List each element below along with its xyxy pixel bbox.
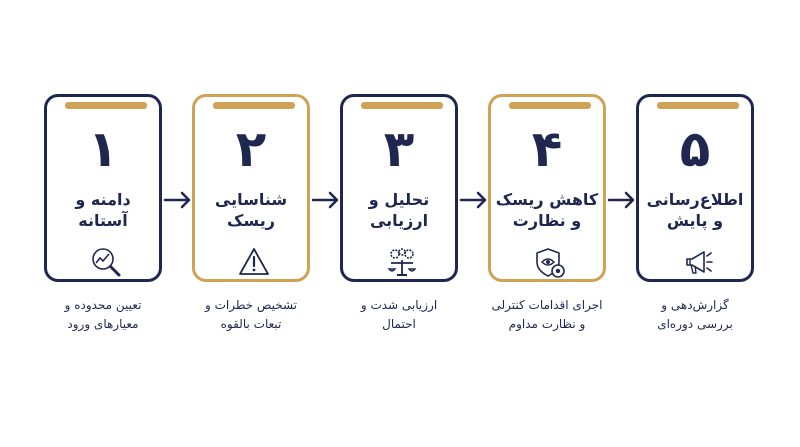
step-title: اطلاع‌رسانی و پایش [643,189,747,231]
step-number: ۴ [531,120,563,178]
step-description-2: تشخیص خطرات و تبعات بالقوه [186,296,316,334]
step-title-line: ارزیابی [369,211,429,230]
step-title: دامنه و آستانه [51,189,155,231]
desc-line: تعیین محدوده و [64,298,142,312]
step-card-5: ۵ اطلاع‌رسانی و پایش [636,94,754,282]
desc-line: تشخیص خطرات و [204,298,298,312]
step-title-line: شناسایی [214,190,288,209]
arrow-right-icon [459,191,487,209]
step-description-5: گزارش‌دهی و بررسی دوره‌ای [630,296,760,334]
card-tab [213,102,295,109]
step-number: ۲ [235,120,267,178]
card-tab [65,102,147,109]
desc-line: تبعات بالقوه [220,317,282,331]
step-number: ۵ [679,120,711,178]
desc-line: احتمال [382,317,416,331]
megaphone-icon [686,251,713,274]
step-title-line: تحلیل و [368,190,430,209]
gears-balance-icon [387,248,417,276]
step-description-3: ارزیابی شدت و احتمال [334,296,464,334]
step-title-line: اطلاع‌رسانی [646,190,744,209]
desc-line: اجرای اقدامات کنترلی [491,298,603,312]
step-title: شناسایی ریسک [199,189,303,231]
desc-line: و نظارت مداوم [508,317,586,331]
warning-triangle-icon [239,248,269,275]
step-title: کاهش ریسک و نظارت [495,189,599,231]
step-card-1: ۱ دامنه و آستانه [44,94,162,282]
step-description-1: تعیین محدوده و معیارهای ورود [38,296,168,334]
arrow-right-icon [163,191,191,209]
arrow-right-icon [607,191,635,209]
desc-line: ارزیابی شدت و [360,298,438,312]
card-tab [509,102,591,109]
step-card-2: ۲ شناسایی ریسک [192,94,310,282]
step-title: تحلیل و ارزیابی [347,189,451,231]
step-title-line: ریسک [227,211,275,230]
step-description-4: اجرای اقدامات کنترلی و نظارت مداوم [482,296,612,334]
desc-line: گزارش‌دهی و [661,298,729,312]
step-number: ۱ [87,120,119,178]
arrow-right-icon [311,191,339,209]
shield-eye-icon [536,248,565,278]
desc-line: بررسی دوره‌ای [657,317,733,331]
card-tab [657,102,739,109]
step-card-4: ۴ کاهش ریسک و نظارت [488,94,606,282]
step-number: ۳ [383,120,415,178]
step-title-line: و نظارت [512,211,582,230]
card-tab [361,102,443,109]
step-title-line: و پایش [666,211,724,230]
magnifier-chart-icon [92,248,121,277]
step-card-3: ۳ تحلیل و ارزیابی [340,94,458,282]
step-title-line: دامنه و [75,190,131,209]
step-title-line: آستانه [78,211,128,230]
step-title-line: کاهش ریسک [495,190,599,209]
desc-line: معیارهای ورود [67,317,139,331]
